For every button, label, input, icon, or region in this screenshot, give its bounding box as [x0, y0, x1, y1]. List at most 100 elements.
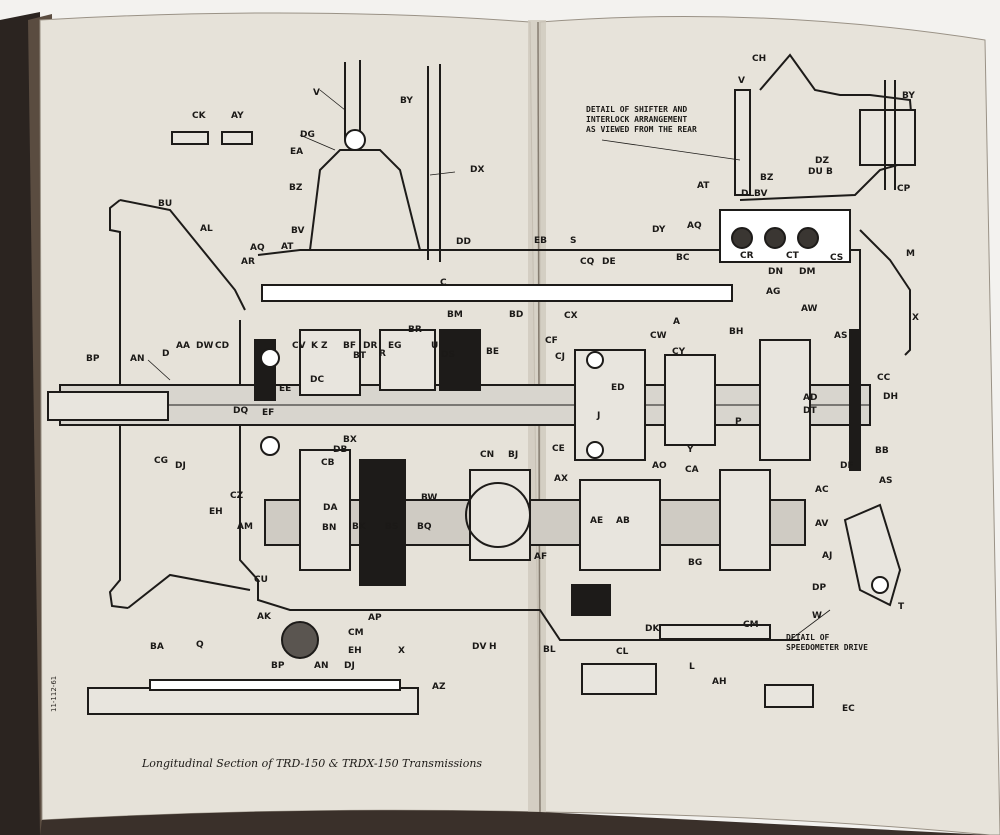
part-label: L	[689, 662, 695, 672]
part-label: BY	[400, 96, 413, 106]
part-label: CS	[830, 253, 844, 263]
part-label: EH	[209, 507, 223, 517]
part-label: CM	[348, 628, 364, 638]
part-label: DE	[602, 257, 616, 267]
page-code: 11-112-61	[50, 675, 58, 712]
part-label: A	[673, 317, 680, 327]
part-label: BB	[875, 446, 889, 456]
part-label: Y	[687, 445, 694, 455]
figure-caption: Longitudinal Section of TRD-150 & TRDX-1…	[142, 757, 483, 770]
part-label: ED	[611, 383, 625, 393]
part-label: DD	[456, 237, 471, 247]
part-label: J	[597, 411, 601, 421]
part-label: DT	[803, 406, 817, 416]
part-label: K	[311, 341, 318, 351]
part-label: BK	[352, 522, 366, 532]
part-label: BZ	[760, 173, 774, 183]
part-label: DJ	[344, 661, 355, 671]
part-label: AQ	[687, 221, 702, 231]
part-label: X	[912, 313, 919, 323]
part-label: AZ	[432, 682, 446, 692]
part-label: CD	[215, 341, 230, 351]
part-label: D	[162, 349, 170, 359]
part-label: V	[313, 88, 320, 98]
part-label: V	[738, 76, 745, 86]
part-label: BU	[158, 199, 173, 209]
part-label: EB	[534, 236, 548, 246]
part-label: EE	[279, 384, 292, 394]
part-label: DB	[333, 445, 348, 455]
part-label: DS	[441, 350, 455, 360]
part-label: AV	[815, 519, 829, 529]
part-label: CK	[192, 111, 206, 121]
part-label: CU	[254, 575, 268, 585]
part-label: CQ	[580, 257, 595, 267]
part-label: BY	[902, 91, 915, 101]
part-label: EH	[348, 646, 362, 656]
part-label: AX	[554, 474, 568, 484]
part-label: DN	[768, 267, 784, 277]
part-label: W	[812, 611, 822, 621]
part-label: AA	[176, 341, 190, 351]
part-label: X	[398, 646, 405, 656]
part-label: BQ	[417, 522, 432, 532]
part-label: AR	[241, 257, 255, 267]
part-label: DP	[812, 583, 827, 593]
shifter-detail-note: DETAIL OF SHIFTER AND INTERLOCK ARRANGEM…	[586, 105, 697, 134]
part-label: BP	[271, 661, 285, 671]
part-label: DY	[652, 225, 666, 235]
part-label: BF	[343, 341, 357, 351]
part-label: AW	[801, 304, 818, 314]
part-label: BM	[447, 310, 463, 320]
part-label: AF	[534, 552, 548, 562]
part-label: DL	[741, 189, 755, 199]
part-label: BE	[486, 347, 500, 357]
part-label: DU	[808, 167, 823, 177]
part-label: M	[906, 249, 915, 259]
part-label: AL	[200, 224, 213, 234]
part-label: BJ	[508, 450, 519, 460]
speedometer-detail-note: DETAIL OF SPEEDOMETER DRIVE	[786, 633, 868, 652]
part-label: AQ	[250, 243, 265, 253]
part-label: DV	[472, 642, 487, 652]
part-label: CT	[786, 251, 799, 261]
part-label: CC	[877, 373, 891, 383]
part-label: EC	[842, 704, 855, 714]
part-label: CE	[552, 444, 565, 454]
part-label: CW	[650, 331, 667, 341]
part-label: BG	[688, 558, 703, 568]
part-label: CF	[545, 336, 558, 346]
part-label: AG	[766, 287, 781, 297]
part-label: AK	[257, 612, 271, 622]
part-label: AB	[616, 516, 630, 526]
part-label: DC	[310, 375, 325, 385]
part-label: DW	[196, 341, 214, 351]
part-label: DF	[840, 461, 854, 471]
part-label: CL	[616, 647, 629, 657]
part-label: EF	[262, 408, 275, 418]
part-label: CX	[564, 311, 578, 321]
part-label: B	[826, 167, 833, 177]
part-label: BD	[509, 310, 524, 320]
part-label: T	[898, 602, 905, 612]
part-label: BR	[408, 325, 422, 335]
part-label: EG	[388, 341, 402, 351]
part-label: CG	[154, 456, 168, 466]
part-label: AM	[237, 522, 253, 532]
part-label: AN	[314, 661, 329, 671]
part-label: BW	[421, 493, 438, 503]
part-label: S	[570, 236, 577, 246]
part-label: BS	[385, 522, 399, 532]
part-label: Z	[321, 341, 328, 351]
part-label: AP	[368, 613, 382, 623]
part-label: AE	[590, 516, 604, 526]
part-label: AN	[130, 354, 145, 364]
part-label: C	[440, 278, 447, 288]
part-label: BC	[676, 253, 690, 263]
part-label: DJ	[175, 461, 186, 471]
part-label: BA	[150, 642, 164, 652]
part-label: CV	[292, 341, 306, 351]
part-label: BV	[291, 226, 305, 236]
part-label: BP	[86, 354, 100, 364]
